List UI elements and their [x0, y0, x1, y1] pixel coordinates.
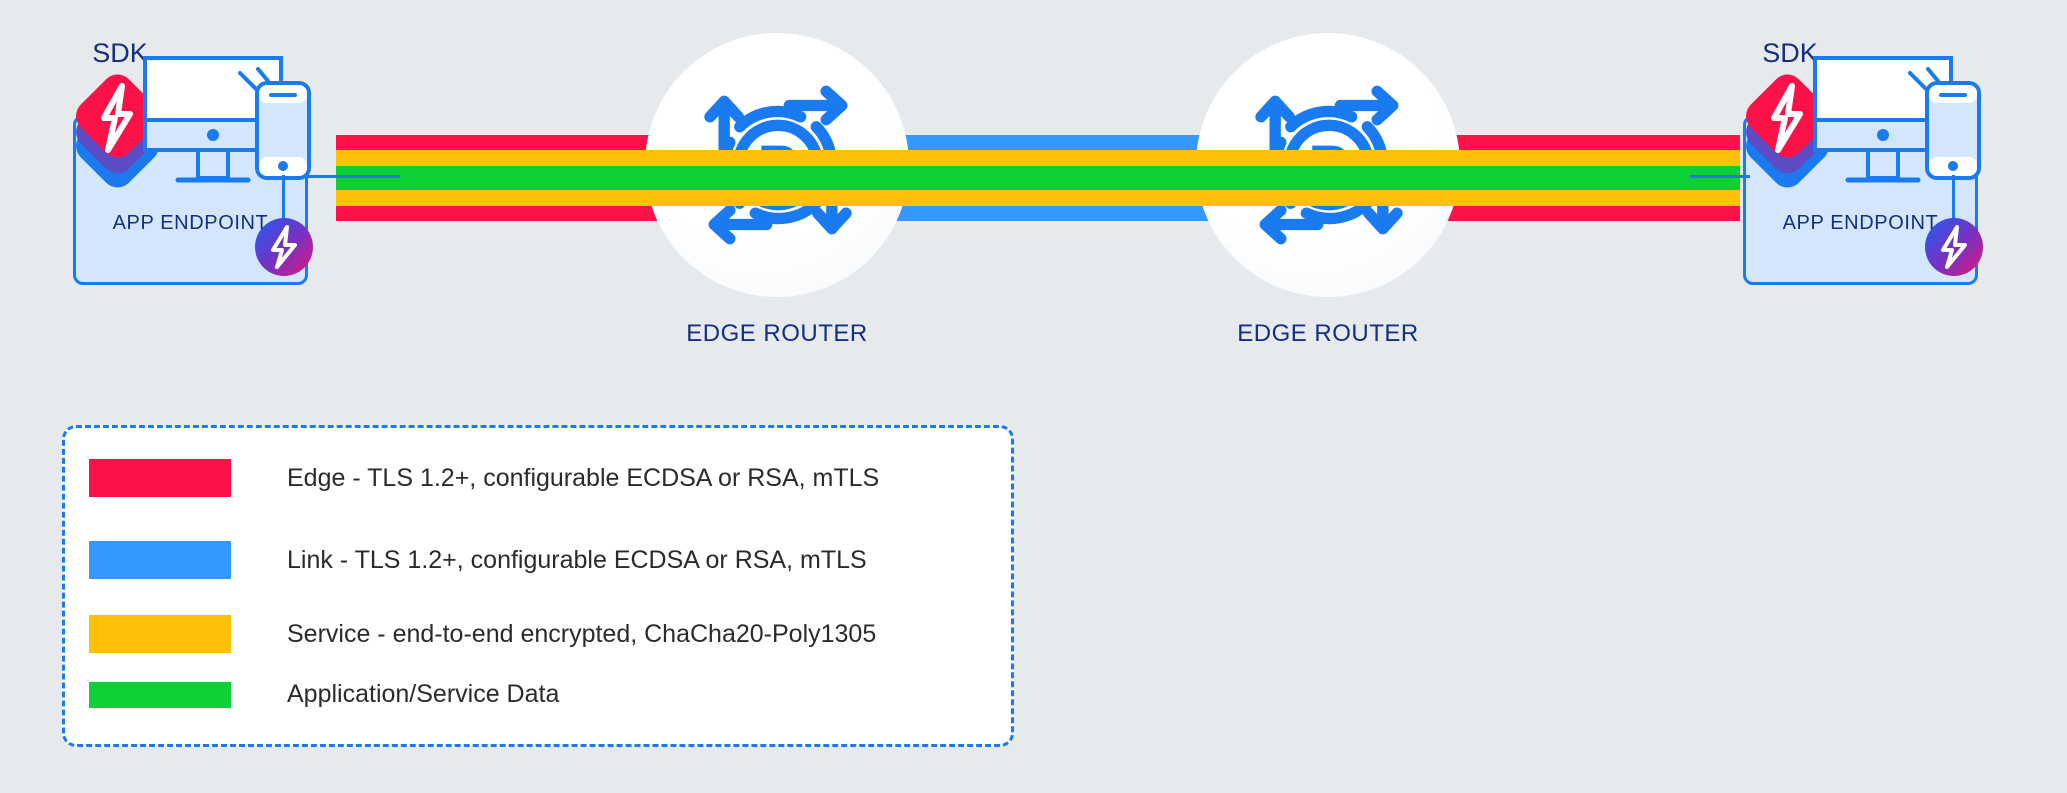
- endpoint-left-title: APP ENDPOINT: [112, 212, 269, 234]
- sdk-label-right: SDK: [1762, 38, 1818, 68]
- legend-label-application: Application/Service Data: [287, 680, 560, 708]
- legend-label-link: Link - TLS 1.2+, configurable ECDSA or R…: [287, 545, 867, 574]
- edge-router-left-title: EDGE ROUTER: [686, 320, 868, 347]
- legend-item-link: Link - TLS 1.2+, configurable ECDSA or R…: [89, 541, 867, 579]
- legend-item-service: Service - end-to-end encrypted, ChaCha20…: [89, 615, 876, 653]
- lightning-badge-icon-left[interactable]: [253, 216, 315, 278]
- sdk-stack-icon-right: [1730, 68, 1845, 188]
- endpoint-left-connector: [305, 175, 400, 178]
- legend-swatch-service: [89, 615, 231, 653]
- legend-panel: Edge - TLS 1.2+, configurable ECDSA or R…: [62, 425, 1014, 747]
- overlay-service-bottom: [645, 190, 915, 206]
- band-layer-edge-bottom: [336, 206, 736, 221]
- legend-swatch-link: [89, 541, 231, 579]
- endpoint-left-badge-connector: [282, 175, 285, 247]
- legend-label-service: Service - end-to-end encrypted, ChaCha20…: [287, 619, 877, 648]
- band-layer-service-top: [336, 150, 736, 166]
- legend-swatch-edge: [89, 459, 231, 497]
- endpoint-right-badge-connector: [1952, 175, 1955, 247]
- endpoint-right-connector: [1690, 175, 1750, 178]
- overlay-service-top: [1196, 150, 1466, 166]
- sdk-label-left: SDK: [92, 38, 148, 68]
- edge-router-right-title: EDGE ROUTER: [1237, 320, 1419, 347]
- legend-swatch-application: [89, 681, 231, 708]
- overlay-application-data: [645, 166, 915, 190]
- device-cluster-left: [140, 53, 320, 193]
- overlay-service-bottom: [1196, 190, 1466, 206]
- band-layer-edge-top: [336, 135, 736, 150]
- legend-label-edge: Edge - TLS 1.2+, configurable ECDSA or R…: [287, 463, 880, 492]
- overlay-application-data: [1196, 166, 1466, 190]
- legend-item-edge: Edge - TLS 1.2+, configurable ECDSA or R…: [89, 459, 879, 497]
- band-layer-service-bottom: [336, 190, 736, 206]
- legend-item-application: Application/Service Data: [89, 680, 559, 709]
- device-cluster-right: [1810, 53, 1990, 193]
- app-endpoint-right[interactable]: SDK: [1690, 20, 2030, 285]
- overlay-service-top: [645, 150, 915, 166]
- app-endpoint-left[interactable]: SDK: [60, 20, 400, 285]
- sdk-stack-icon: [60, 68, 175, 188]
- endpoint-right-title: APP ENDPOINT: [1782, 212, 1939, 234]
- lightning-badge-icon-right[interactable]: [1923, 216, 1985, 278]
- pipe-overlay-router-left: [645, 150, 915, 206]
- pipe-overlay-router-right: [1196, 150, 1466, 206]
